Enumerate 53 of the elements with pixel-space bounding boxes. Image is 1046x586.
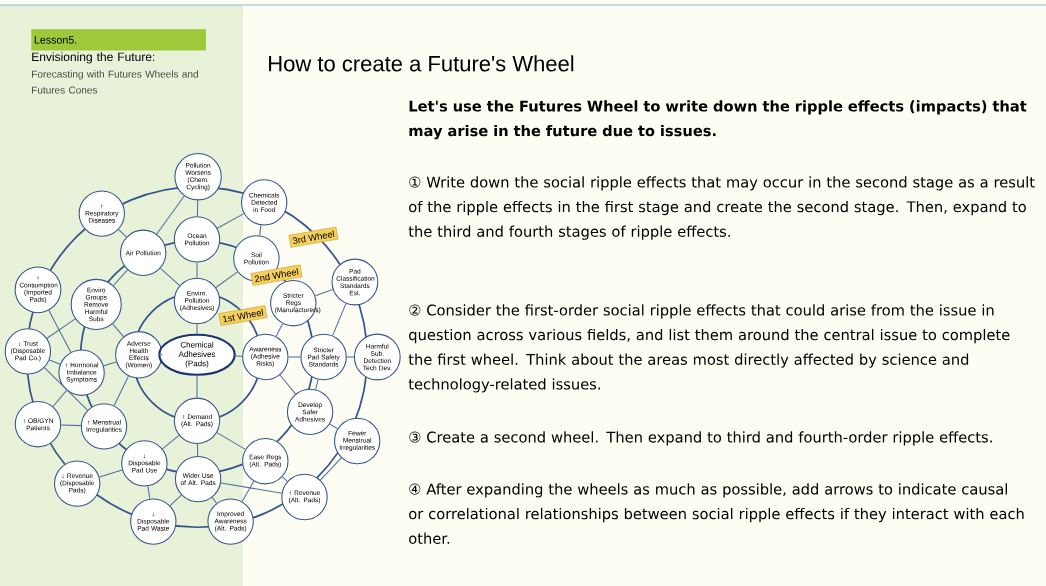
- connector-line: [196, 199, 199, 217]
- connector-line: [211, 497, 218, 504]
- connector-line: [52, 389, 68, 408]
- connector-line: [259, 224, 262, 236]
- connector-line: [156, 195, 185, 235]
- connector-line: [113, 375, 129, 407]
- wheel-tag: 2nd Wheel: [250, 264, 303, 286]
- connector-line: [216, 432, 246, 450]
- connector-line: [169, 494, 182, 507]
- connector-line: [103, 361, 117, 367]
- connector-line: [161, 434, 180, 450]
- intro-paragraph: Let's use the Futures Wheel to write down the ripple effects (impacts) that may arise in the future due to issues.: [409, 100, 1027, 140]
- connector-line: [281, 476, 288, 482]
- connector-line: [147, 485, 151, 500]
- instruction-paragraph: ③ Create a second wheel. Then expand to third and fourth-order ripple effects.: [409, 431, 992, 446]
- wheel-tag: 1st Wheel: [218, 305, 268, 326]
- connector-line: [215, 271, 239, 288]
- page-title: How to create a Future's Wheel: [269, 55, 574, 72]
- instruction-paragraph: ④ After expanding the wheels as much as possible, add arrows to indicate causal or correlational relationships between social ripple effects if they interact with each other.: [409, 483, 1024, 544]
- lesson-title: Envisioning the Future:: [32, 52, 155, 64]
- connector-line: [112, 323, 124, 338]
- connector-line: [43, 367, 88, 411]
- connector-line: [159, 267, 181, 287]
- connector-line: [118, 229, 127, 238]
- wheel-tag: 3rd Wheel: [288, 226, 339, 248]
- lesson-subtitle: Forecasting with Futures Wheels and Futures Cones: [32, 70, 198, 94]
- connector-line: [216, 213, 245, 229]
- connector-line: [332, 303, 347, 337]
- connector-line: [196, 443, 199, 457]
- connector-line: [319, 457, 342, 481]
- connector-line: [220, 482, 283, 494]
- connector-line: [346, 356, 355, 358]
- connector-line: [287, 356, 301, 358]
- connector-line: [235, 355, 243, 357]
- connector-line: [48, 309, 72, 353]
- lesson-badge: Lesson5.: [31, 29, 206, 51]
- connector-line: [112, 269, 129, 287]
- connector-line: [98, 469, 123, 478]
- instruction-paragraph: ① Write down the social ripple effects that may occur in the second stage as a result of the ripple effects in the first stage and create the second stage. Then, expand to the third and fourth stages of ripple effects.: [408, 176, 1035, 240]
- connector-line: [48, 359, 61, 365]
- connector-line: [196, 262, 198, 279]
- connector-line: [241, 480, 255, 503]
- connector-line: [315, 379, 319, 390]
- connector-line: [279, 374, 296, 395]
- connector-line: [314, 289, 334, 297]
- connector-line: [157, 354, 164, 356]
- connector-line: [196, 323, 198, 335]
- connector-line: [60, 424, 82, 427]
- instruction-paragraph: ② Consider the first-order social ripple effects that could arise from the issue in question across various fields, and list them around the central issue to complete the first wheel. Think about the areas most directly affected by science and technology-related issues.: [408, 304, 1010, 393]
- connector-line: [329, 423, 338, 430]
- connector-line: [275, 323, 284, 337]
- connector-line: [196, 375, 198, 399]
- connector-line: [46, 318, 76, 339]
